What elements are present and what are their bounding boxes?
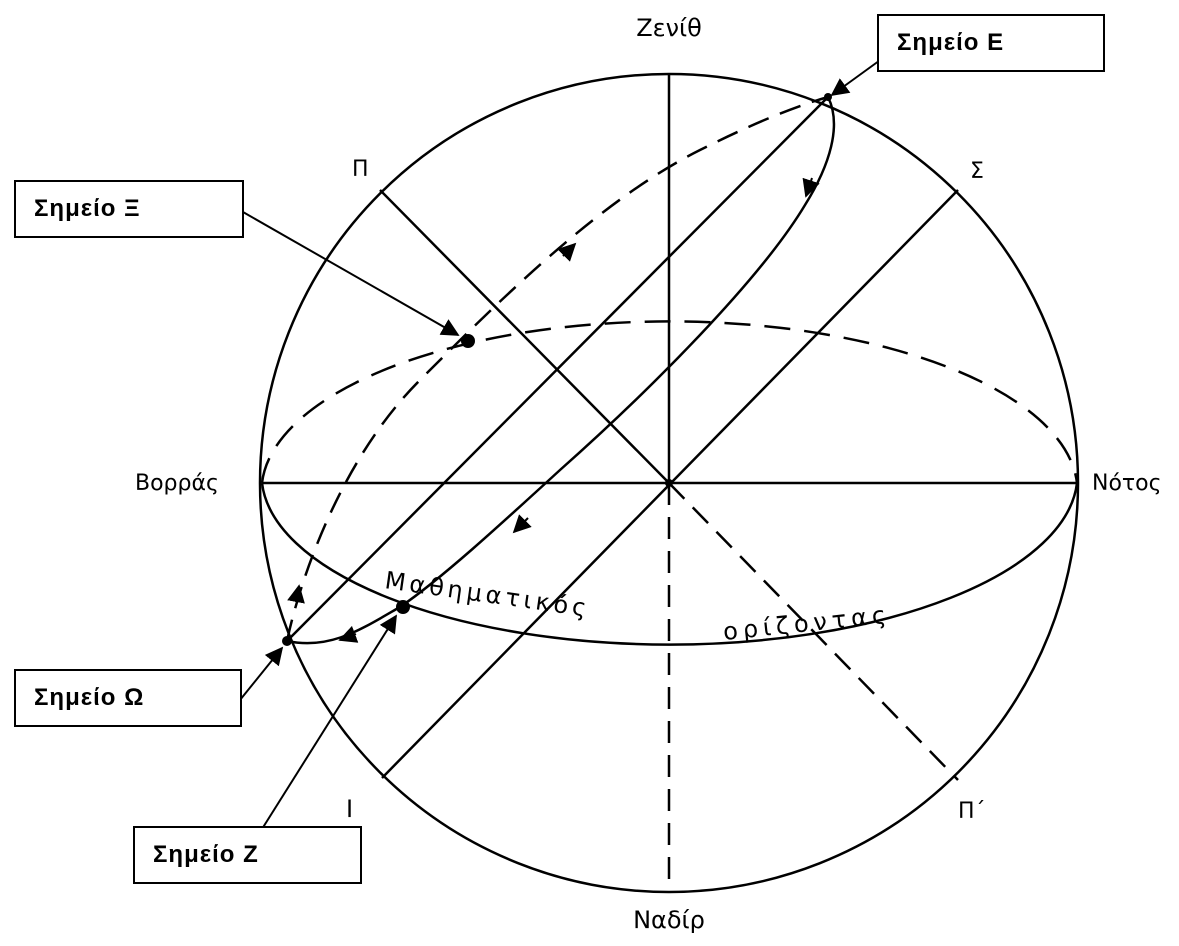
horizon-front-half [260, 482, 1079, 646]
point-omega-dot [282, 636, 292, 646]
north-label: Βορράς [135, 471, 219, 496]
sun-path-back [285, 95, 829, 642]
sun-path-arrow-1 [802, 177, 820, 198]
upper-diurnal-line [286, 96, 829, 642]
leader-point-xi [242, 211, 460, 336]
zenith-label: Ζενίθ [636, 14, 702, 42]
sun-path-arrow-5 [557, 242, 577, 262]
leader-point-e [830, 57, 884, 97]
point-e-dot [824, 93, 832, 101]
nadir-label: Ναδίρ [633, 906, 705, 934]
polar-axis-upper [379, 189, 670, 484]
callout-point-z: Σημείο Ζ [133, 826, 362, 884]
point-xi-dot [461, 334, 475, 348]
iota-label: Ι [346, 795, 353, 823]
horizon-label-word2: ορίζοντας [722, 601, 893, 646]
center-dot [665, 479, 673, 487]
callout-point-omega: Σημείο Ω [14, 669, 242, 727]
pole-p-label: Π [352, 157, 369, 182]
sun-path-arrow-2 [512, 514, 532, 534]
point-z-dot [396, 600, 410, 614]
pole-p-prime-label: Π΄ [958, 799, 986, 824]
sigma-label: Σ [970, 159, 984, 184]
south-label: Νότος [1092, 471, 1162, 496]
leader-point-z [261, 614, 397, 830]
horizon-back-half [260, 320, 1079, 484]
callout-point-xi: Σημείο Ξ [14, 180, 244, 238]
leader-point-omega [239, 646, 284, 701]
sun-path-arrow-4 [287, 584, 305, 604]
sun-path-arrow-3 [338, 625, 359, 643]
polar-axis-lower [668, 482, 959, 781]
sun-path-front [286, 96, 836, 645]
horizon-label-word1: Μαθηματικός [383, 566, 592, 623]
callout-point-e: Σημείο Ε [877, 14, 1105, 72]
